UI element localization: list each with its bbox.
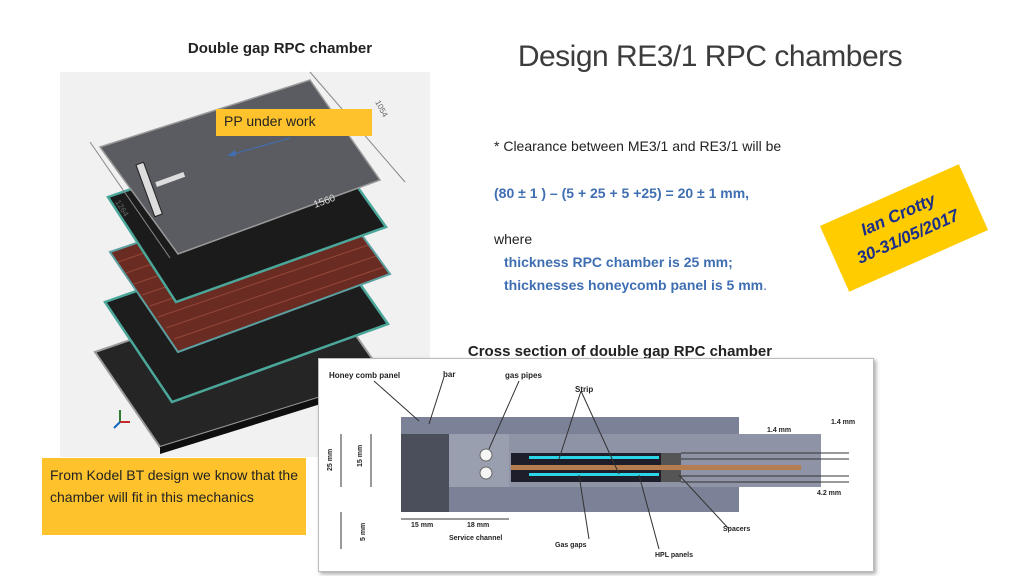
label-gas-gaps: Gas gaps <box>555 542 587 549</box>
callout-arrow-icon <box>227 137 291 156</box>
cross-section-figure: Honey comb panel bar gas pipes Strip 1.4… <box>318 358 874 572</box>
thickness-honeycomb-line: thicknesses honeycomb panel is 5 mm. <box>504 277 767 293</box>
pp-under-work-callout: PP under work <box>216 109 372 136</box>
clearance-line: * Clearance between ME3/1 and RE3/1 will… <box>494 138 782 154</box>
formula-line: (80 ± 1 ) – (5 + 25 + 5 +25) = 20 ± 1 mm… <box>494 185 750 201</box>
author-date-stamp: Ian Crotty 30-31/05/2017 <box>819 164 989 292</box>
thickness-rpc-line: thickness RPC chamber is 25 mm; <box>504 254 733 270</box>
left-heading: Double gap RPC chamber <box>187 40 373 57</box>
label-service-channel: Service channel <box>449 535 502 542</box>
kodel-callout: From Kodel BT design we know that the ch… <box>42 458 306 535</box>
label-18mm: 18 mm <box>467 522 489 529</box>
cross-section-heading: Cross section of double gap RPC chamber <box>467 343 773 360</box>
axis-triad-icon <box>113 410 130 429</box>
slide-title: Design RE3/1 RPC chambers <box>517 40 903 73</box>
label-spacers: Spacers <box>723 526 750 533</box>
label-honeycomb: Honey comb panel <box>329 371 400 380</box>
where-label: where <box>494 231 533 247</box>
label-25mm: 25 mm <box>327 449 334 471</box>
label-strip: Strip <box>575 385 593 394</box>
label-15mm-h: 15 mm <box>411 522 433 529</box>
label-1-4-a: 1.4 mm <box>831 419 855 426</box>
label-1-4-b: 1.4 mm <box>767 427 791 434</box>
label-15mm-v: 15 mm <box>357 445 364 467</box>
label-bar: bar <box>443 370 455 379</box>
label-gas-pipes: gas pipes <box>505 371 542 380</box>
label-hpl-panels: HPL panels <box>655 552 693 559</box>
label-5mm: 5 mm <box>360 523 367 541</box>
label-4-2: 4.2 mm <box>817 490 841 497</box>
